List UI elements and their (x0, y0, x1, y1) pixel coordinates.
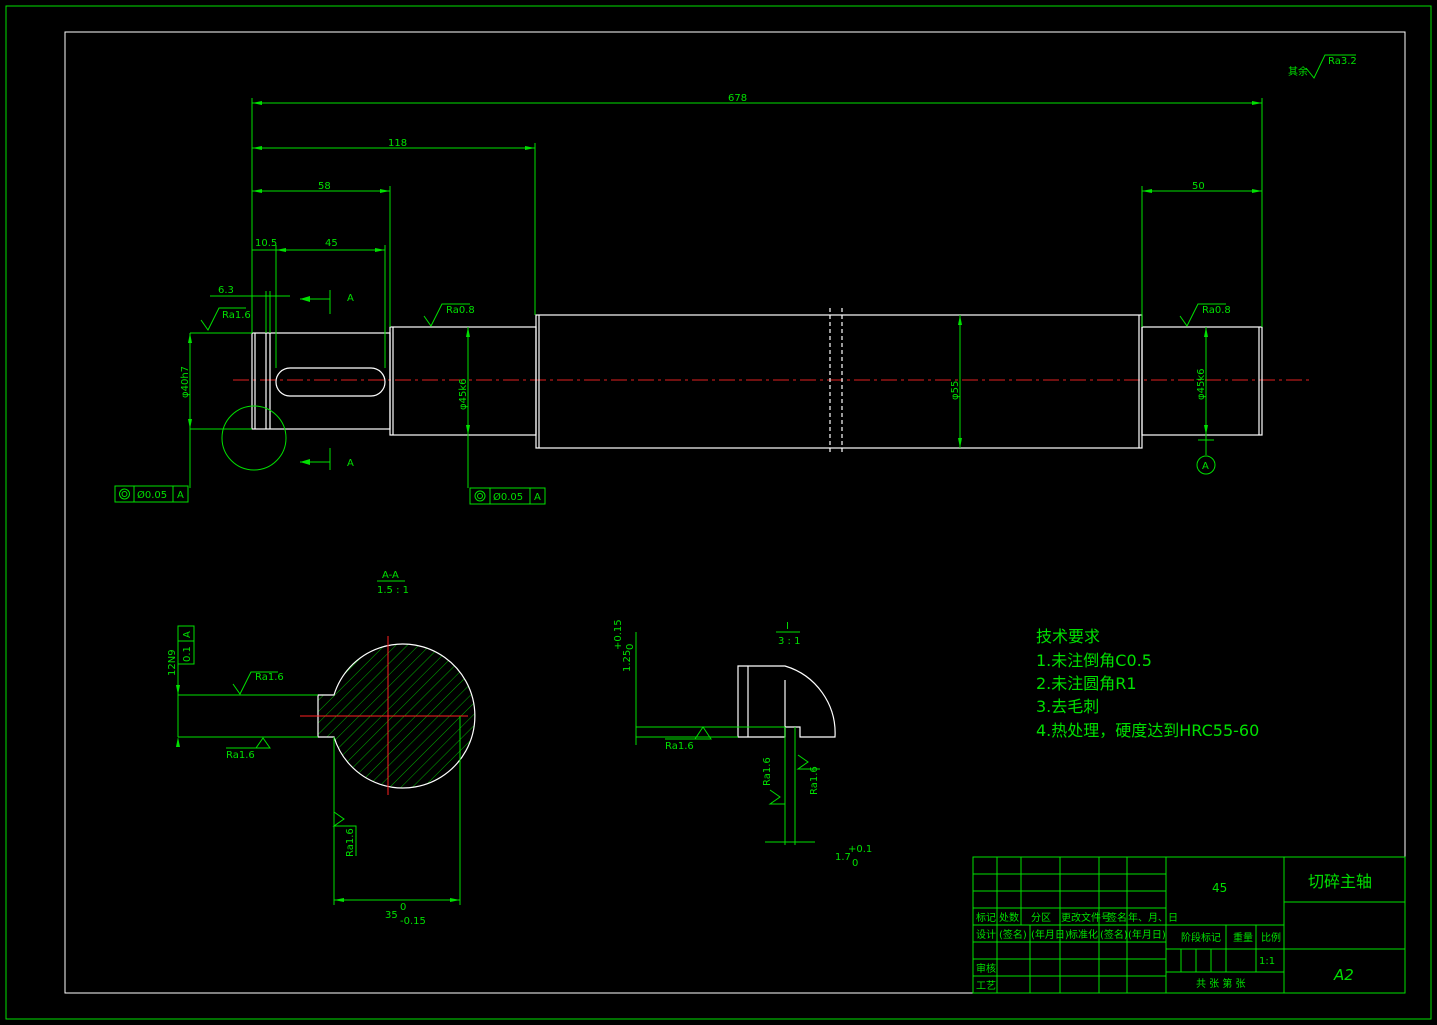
title-block: 标记 处数 分区 更改文件号 签名 年、月、日 设计 (签名) (年月日) 标准… (972, 856, 1406, 994)
runout-frame-mid: Ø0.05 A (469, 487, 546, 505)
svg-text:标准化: 标准化 (1068, 928, 1098, 941)
svg-text:58: 58 (318, 181, 331, 192)
svg-text:A: A (177, 490, 184, 501)
svg-text:Ra1.6: Ra1.6 (226, 750, 255, 761)
dim-10-5-and-45: 10.5 45 (252, 238, 386, 368)
dim-phi40: φ40h7 Ra1.6 (180, 307, 252, 488)
svg-text:φ45k6: φ45k6 (1196, 369, 1207, 400)
svg-text:φ55: φ55 (950, 381, 961, 400)
svg-text:工艺: 工艺 (976, 980, 996, 992)
dim-phi55: φ55 (950, 315, 962, 448)
svg-text:1.7: 1.7 (835, 852, 851, 863)
svg-text:-0.15: -0.15 (400, 916, 426, 927)
svg-text:Ra1.6: Ra1.6 (345, 828, 356, 857)
svg-text:1:1: 1:1 (1259, 956, 1275, 967)
runout-frame-left: Ø0.05 A (114, 485, 189, 503)
dim-58: 58 (252, 181, 391, 327)
part-name: 切碎主轴 (1308, 872, 1372, 891)
svg-text:Ra1.6: Ra1.6 (809, 766, 820, 795)
svg-text:Ø0.05: Ø0.05 (137, 489, 167, 501)
svg-text:标记: 标记 (976, 912, 996, 924)
svg-text:A: A (1202, 461, 1209, 472)
svg-text:(签名): (签名) (1100, 928, 1128, 941)
svg-text:Ra1.6: Ra1.6 (665, 741, 694, 752)
tech-req-item: 3.去毛刺 (1036, 697, 1099, 716)
svg-text:12N9: 12N9 (167, 649, 178, 676)
svg-text:分区: 分区 (1031, 912, 1051, 924)
detail-view-i: I 3 : 1 1.25 +0.15 0 Ra1.6 1.7 +0.1 0 Ra… (613, 619, 872, 869)
dim-50: 50 (1141, 181, 1262, 327)
svg-text:共 张 第 张: 共 张 第 张 (1196, 977, 1246, 990)
svg-text:比例: 比例 (1261, 931, 1281, 944)
svg-text:Ra1.6: Ra1.6 (255, 672, 284, 683)
svg-text:I: I (786, 621, 789, 632)
svg-text:+0.15: +0.15 (613, 619, 624, 650)
svg-text:φ40h7: φ40h7 (180, 366, 191, 398)
svg-text:签名: 签名 (1107, 911, 1127, 924)
section-mark-top: A (300, 290, 354, 314)
svg-text:1.25: 1.25 (622, 650, 633, 672)
svg-text:0.1: 0.1 (182, 646, 193, 662)
datum-circle (1196, 455, 1216, 475)
svg-text:0: 0 (625, 644, 636, 650)
dim-6-3: 6.3 (210, 285, 290, 333)
svg-text:50: 50 (1192, 181, 1205, 192)
dim-overall: 678 (251, 93, 1263, 333)
svg-text:Ra1.6: Ra1.6 (762, 757, 773, 786)
dim-phi45-right: φ45k6 Ra0.8 A (1179, 303, 1231, 475)
svg-text:年、月、日: 年、月、日 (1128, 911, 1178, 924)
dim-118: 118 (252, 138, 536, 315)
svg-text:审核: 审核 (976, 962, 996, 975)
svg-text:A: A (347, 293, 354, 304)
svg-text:(签名): (签名) (999, 928, 1027, 941)
svg-text:Ra1.6: Ra1.6 (222, 310, 251, 321)
svg-text:10.5: 10.5 (255, 238, 277, 249)
svg-text:0: 0 (852, 858, 858, 869)
outer-border (5, 5, 1432, 1020)
tech-req-heading: 技术要求 (1036, 627, 1100, 646)
svg-text:重量: 重量 (1233, 931, 1253, 944)
section-mark-bottom: A (300, 448, 354, 470)
default-roughness: 其余 Ra3.2 (1288, 54, 1357, 79)
svg-text:1.5 : 1: 1.5 : 1 (377, 585, 409, 596)
svg-text:+0.1: +0.1 (848, 844, 872, 855)
svg-text:35: 35 (385, 910, 398, 921)
svg-text:(年月日): (年月日) (1128, 928, 1166, 941)
detail-circle (221, 405, 287, 471)
svg-text:Ra3.2: Ra3.2 (1328, 56, 1357, 67)
svg-text:0: 0 (400, 902, 406, 913)
shaft-outline (251, 308, 1263, 455)
keyway-slot (275, 367, 386, 397)
tech-req-item: 4.热处理，硬度达到HRC55-60 (1036, 721, 1259, 740)
svg-text:Ra0.8: Ra0.8 (446, 305, 475, 316)
svg-text:处数: 处数 (999, 911, 1019, 924)
svg-text:A: A (182, 631, 193, 638)
svg-text:其余: 其余 (1288, 65, 1308, 78)
svg-text:Ra0.8: Ra0.8 (1202, 305, 1231, 316)
svg-text:阶段标记: 阶段标记 (1181, 931, 1221, 944)
svg-text:(年月日): (年月日) (1031, 928, 1069, 941)
inner-border (64, 31, 1406, 994)
tech-requirements: 技术要求 1.未注倒角C0.5 2.未注圆角R1 3.去毛刺 4.热处理，硬度达… (1036, 627, 1259, 740)
tech-req-item: 1.未注倒角C0.5 (1036, 651, 1152, 670)
svg-text:3 : 1: 3 : 1 (778, 636, 800, 647)
svg-text:45: 45 (325, 238, 338, 249)
svg-text:A: A (347, 458, 354, 469)
svg-text:更改文件号: 更改文件号 (1061, 911, 1111, 924)
svg-text:A: A (534, 492, 541, 503)
svg-text:678: 678 (728, 93, 747, 104)
tech-req-item: 2.未注圆角R1 (1036, 674, 1137, 693)
svg-text:A-A: A-A (382, 570, 399, 581)
svg-text:118: 118 (388, 138, 407, 149)
material: 45 (1212, 881, 1227, 895)
sheet-size: A2 (1333, 966, 1354, 984)
section-view-a-a: A-A 1.5 : 1 12N9 0.1 A Ra1.6 Ra1.6 35 0 (167, 570, 476, 927)
svg-text:设计: 设计 (976, 928, 996, 941)
svg-text:φ45k6: φ45k6 (458, 379, 469, 410)
dim-phi45-left: φ45k6 Ra0.8 (423, 303, 475, 488)
svg-text:6.3: 6.3 (218, 285, 234, 296)
svg-text:Ø0.05: Ø0.05 (493, 491, 523, 503)
